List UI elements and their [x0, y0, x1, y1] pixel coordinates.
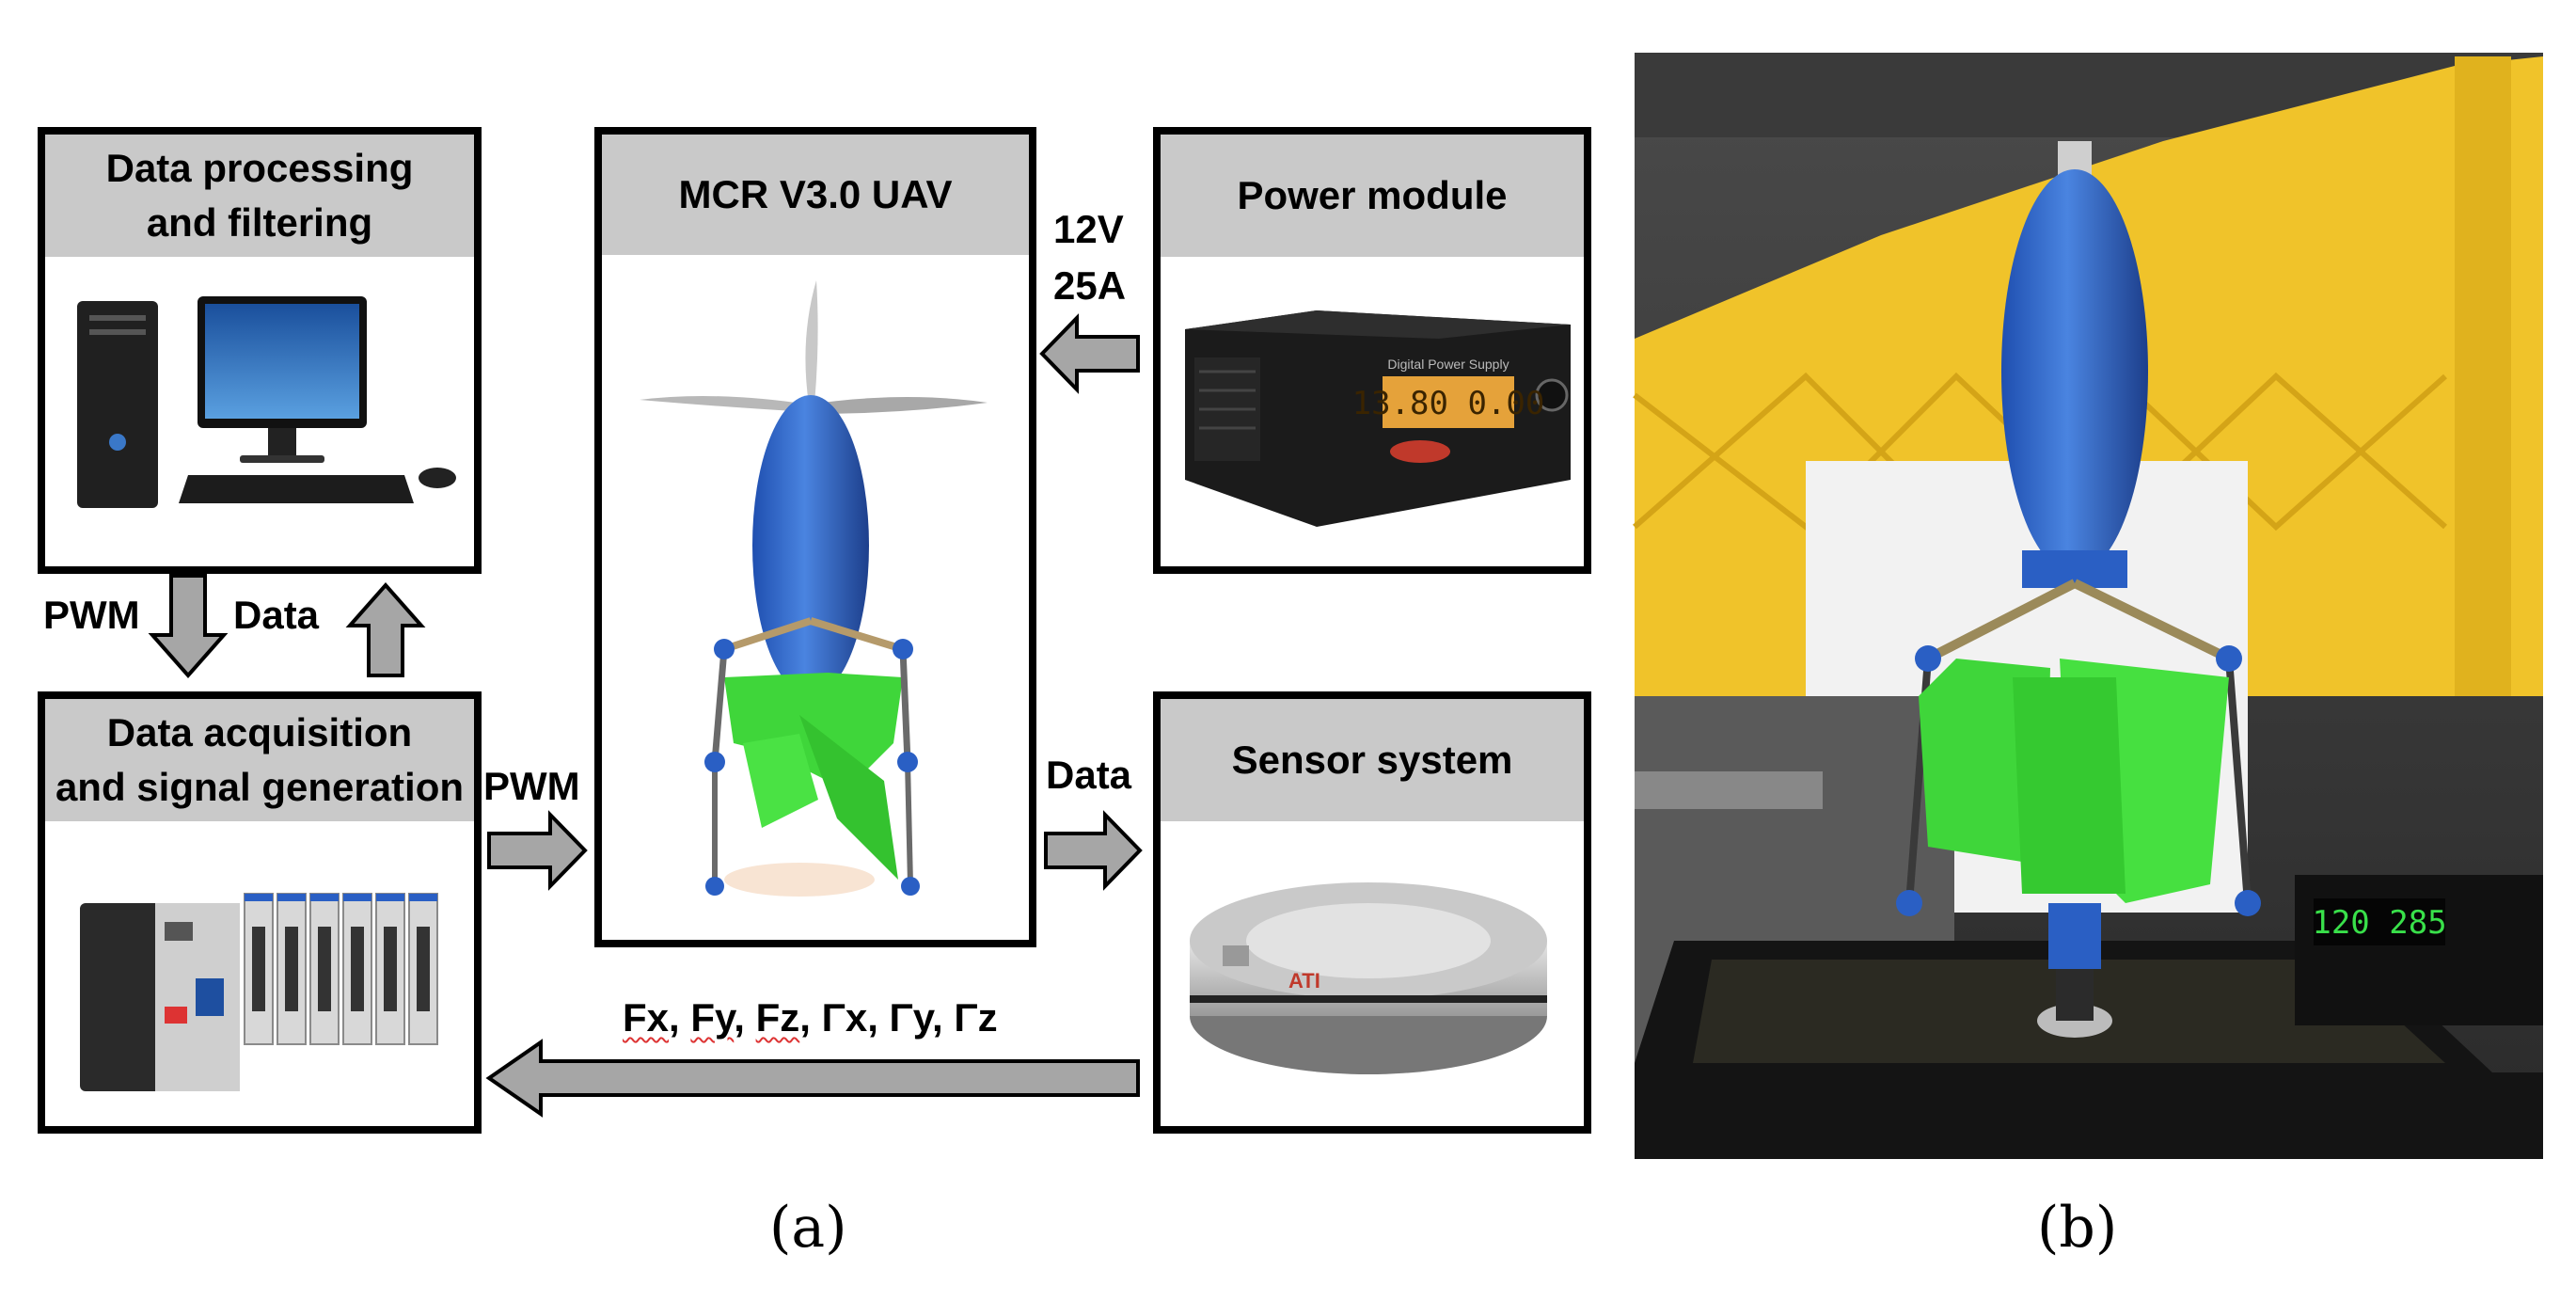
caption-b: (b) [2037, 1195, 2118, 1261]
arrow-left-forces [485, 1039, 1140, 1118]
daq-chassis-illustration [80, 893, 438, 1091]
arrow-right-pwm [487, 810, 588, 891]
test-rig-photo [1633, 53, 2543, 1159]
uav-header: MCR V3.0 UAV [602, 135, 1029, 255]
psu-reading: 13.80 0.00 [1352, 385, 1545, 422]
label-torques: Γx, Γy, Γz [821, 995, 998, 1040]
computer-illustration [77, 296, 456, 508]
psu-caption: Digital Power Supply [1387, 357, 1509, 372]
sensor-system-header: Sensor system [1161, 699, 1584, 821]
daq-title-line1: Data acquisition [106, 710, 413, 754]
label-force-fz: Fz [755, 995, 800, 1040]
arrow-up-data [345, 581, 426, 677]
power-module-header: Power module [1161, 135, 1584, 257]
force-sensor-illustration [1190, 882, 1547, 1074]
label-pwm-down: PWM [43, 593, 140, 637]
data-processing-title-line2: and filtering [146, 200, 373, 245]
daq-header: Data acquisition and signal generation [45, 699, 474, 821]
data-processing-header: Data processing and filtering [45, 135, 474, 257]
power-supply-illustration [1185, 310, 1571, 527]
arrow-right-data [1044, 810, 1143, 891]
label-data-right: Data [1046, 753, 1132, 797]
arrow-left-power [1039, 313, 1140, 394]
uav-cad-illustration [640, 280, 988, 897]
arrow-down-pwm [148, 574, 229, 679]
label-force-fx: Fx [623, 995, 670, 1040]
power-module-title: Power module [1237, 173, 1508, 217]
label-data-up: Data [233, 593, 320, 637]
sensor-system-title: Sensor system [1231, 738, 1513, 782]
caption-a: (a) [769, 1195, 847, 1261]
label-pwm-right: PWM [483, 764, 580, 808]
uav-title: MCR V3.0 UAV [678, 172, 953, 216]
data-processing-title-line1: Data processing [105, 146, 414, 190]
daq-title-line2: and signal generation [55, 765, 465, 809]
label-force-fy: Fy [690, 995, 735, 1040]
sensor-brand: ATI [1288, 969, 1320, 992]
label-current: 25A [1053, 263, 1127, 308]
photo-display-reading: 120 285 [2312, 904, 2446, 942]
label-forces: Fx, Fy, Fz, Γx, Γy, Γz [623, 995, 998, 1040]
label-voltage: 12V [1053, 207, 1124, 251]
